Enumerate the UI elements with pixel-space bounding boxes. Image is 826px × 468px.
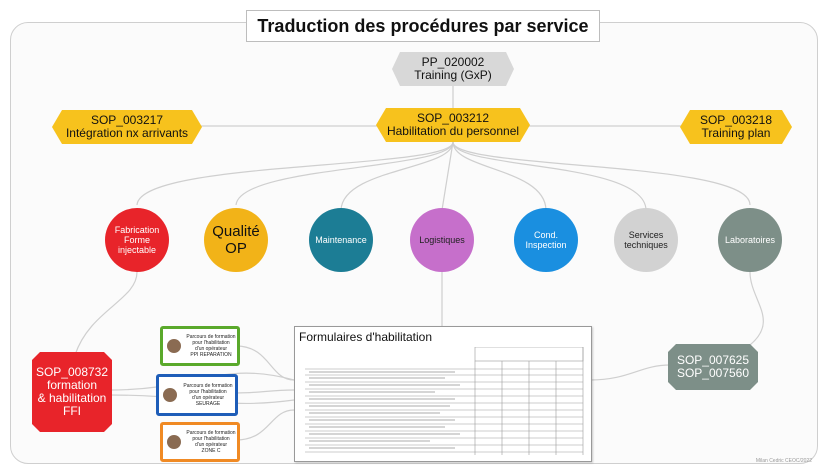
- node-red-line2: formation: [46, 378, 98, 392]
- card-line: Parcours de formation: [186, 430, 236, 436]
- service-label-1: Logistiques: [419, 235, 465, 245]
- card-line: ZONE C: [201, 448, 221, 454]
- training-card-1: Parcours de formation pour l'habilitatio…: [160, 326, 240, 366]
- node-sop-right-line2: Training plan: [701, 126, 771, 140]
- operator-photo-icon: [167, 435, 181, 449]
- service-label-1: Services: [628, 230, 664, 240]
- diagram-title: Traduction des procédures par service: [246, 10, 600, 42]
- node-sop-left-line1: SOP_003217: [90, 113, 164, 127]
- service-maintenance: Maintenance: [309, 208, 373, 272]
- training-card-3: Parcours de formation pour l'habilitatio…: [160, 422, 240, 462]
- service-label-2: Inspection: [525, 240, 567, 250]
- service-logistiques: Logistiques: [410, 208, 474, 272]
- service-qualite: Qualité OP: [204, 208, 268, 272]
- service-label-2: OP: [225, 240, 247, 257]
- operator-photo-icon: [167, 339, 181, 353]
- card-line: pour l'habilitation: [192, 436, 230, 442]
- node-slate-line1: SOP_007625: [676, 353, 750, 367]
- service-techniques: Services techniques: [614, 208, 678, 272]
- service-fabrication: Fabrication Forme injectable: [105, 208, 169, 272]
- node-sop-003217: SOP_003217 Intégration nx arrivants: [52, 110, 202, 144]
- service-cond-inspection: Cond. Inspection: [514, 208, 578, 272]
- node-sop-003218: SOP_003218 Training plan: [680, 110, 792, 144]
- card-line: SEURAGE: [195, 401, 221, 407]
- forms-table-lines: [305, 347, 584, 455]
- service-label-1: Fabrication: [114, 225, 160, 235]
- card-text: Parcours de formation pour l'habilitatio…: [185, 430, 237, 454]
- card-text: Parcours de formation pour l'habilitatio…: [181, 383, 235, 407]
- service-label-1: Maintenance: [315, 235, 367, 245]
- node-sop-center-line2: Habilitation du personnel: [386, 124, 520, 138]
- service-label-3: injectable: [117, 245, 157, 255]
- node-red-line3: & habilitation: [37, 391, 107, 405]
- training-card-2: Parcours de formation pour l'habilitatio…: [156, 374, 238, 416]
- service-label-1: Cond.: [533, 230, 559, 240]
- node-pp-020002: PP_020002 Training (GxP): [392, 52, 514, 86]
- card-line: d'un opérateur: [191, 395, 225, 401]
- card-line: Parcours de formation: [186, 334, 236, 340]
- node-sop-left-line2: Intégration nx arrivants: [65, 126, 189, 140]
- operator-photo-icon: [163, 388, 177, 402]
- forms-title: Formulaires d'habilitation: [299, 330, 433, 344]
- service-label-1: Qualité: [212, 223, 260, 240]
- forms-document: Formulaires d'habilitation: [294, 326, 592, 462]
- card-line: Parcours de formation: [183, 383, 233, 389]
- author-credit: Milan Cedric CEOC/2022: [755, 458, 812, 464]
- node-red-line4: FFI: [63, 404, 81, 418]
- card-text: Parcours de formation pour l'habilitatio…: [185, 334, 237, 358]
- node-sop-right-line1: SOP_003218: [699, 113, 773, 127]
- service-label-2: Forme: [123, 235, 150, 245]
- node-sop-003212: SOP_003212 Habilitation du personnel: [376, 108, 530, 142]
- node-sop-008732: SOP_008732 formation & habilitation FFI: [32, 352, 112, 432]
- card-line: d'un opérateur: [194, 442, 228, 448]
- node-pp-line2: Training (GxP): [414, 68, 492, 82]
- card-line: PPI REPARATION: [190, 352, 232, 358]
- node-sop-007625-007560: SOP_007625 SOP_007560: [668, 344, 758, 390]
- card-line: pour l'habilitation: [192, 340, 230, 346]
- node-pp-line1: PP_020002: [421, 55, 485, 69]
- service-label-2: techniques: [624, 240, 668, 250]
- node-slate-line2: SOP_007560: [676, 366, 750, 380]
- node-sop-center-line1: SOP_003212: [416, 111, 490, 125]
- node-red-line1: SOP_008732: [35, 365, 109, 379]
- card-line: d'un opérateur: [194, 346, 228, 352]
- service-laboratoires: Laboratoires: [718, 208, 782, 272]
- card-line: pour l'habilitation: [189, 389, 227, 395]
- service-label-1: Laboratoires: [724, 235, 776, 245]
